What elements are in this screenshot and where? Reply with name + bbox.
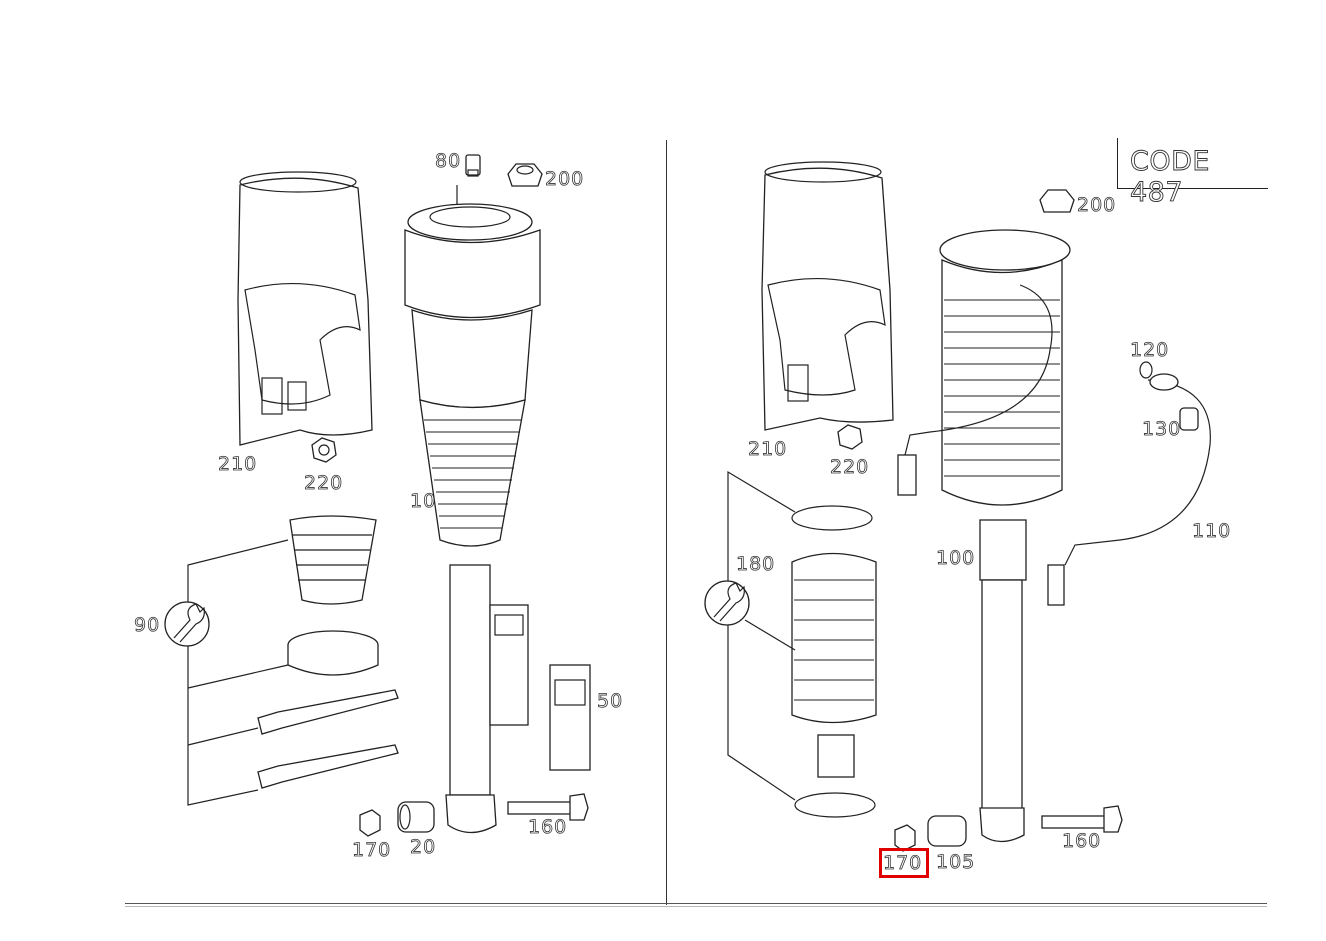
callout-200-right[interactable]: 200 xyxy=(1077,194,1117,216)
callout-210-left[interactable]: 210 xyxy=(218,453,258,475)
part-220-nut-left xyxy=(311,437,337,463)
callout-10[interactable]: 10 xyxy=(410,490,437,512)
callout-160-left[interactable]: 160 xyxy=(528,816,568,838)
code-label: CODE 487 xyxy=(1130,146,1210,209)
selection-highlight xyxy=(879,848,929,878)
callout-160-right[interactable]: 160 xyxy=(1062,830,1102,852)
part-100-air-strut xyxy=(897,229,1071,843)
code-box: CODE 487 xyxy=(1117,138,1268,208)
callout-170-left[interactable]: 170 xyxy=(352,839,392,861)
callout-105[interactable]: 105 xyxy=(936,851,976,873)
part-90-repair-kit xyxy=(164,515,399,806)
callout-50[interactable]: 50 xyxy=(597,690,624,712)
callout-80[interactable]: 80 xyxy=(435,150,462,172)
callout-100[interactable]: 100 xyxy=(936,547,976,569)
part-200-nut-right xyxy=(1039,189,1075,213)
part-130-bolt xyxy=(1179,407,1199,431)
part-170-nut-left xyxy=(359,809,381,837)
callout-110[interactable]: 110 xyxy=(1192,520,1232,542)
callout-180[interactable]: 180 xyxy=(736,553,776,575)
callout-220-right[interactable]: 220 xyxy=(830,456,870,478)
callout-200-left[interactable]: 200 xyxy=(545,168,585,190)
part-210-shield-right xyxy=(761,161,894,431)
callout-130[interactable]: 130 xyxy=(1142,418,1182,440)
part-110-line xyxy=(1047,373,1211,606)
callout-210-right[interactable]: 210 xyxy=(748,438,788,460)
panel-divider xyxy=(666,140,667,905)
callout-90[interactable]: 90 xyxy=(134,614,161,636)
part-220-nut-right xyxy=(837,424,863,450)
callout-170-right[interactable]: 170 xyxy=(883,852,923,874)
part-170-nut-right xyxy=(894,824,916,852)
part-50-sensor xyxy=(489,604,591,771)
part-180-repair-kit xyxy=(704,470,877,818)
part-105-bushing xyxy=(927,815,967,847)
part-210-shield-left xyxy=(237,171,373,446)
part-20-bushing xyxy=(397,801,435,833)
bottom-rule-shadow xyxy=(125,906,1267,907)
part-80-nut xyxy=(465,154,481,177)
part-160-bolt-left xyxy=(507,793,589,821)
callout-220-left[interactable]: 220 xyxy=(304,472,344,494)
bottom-rule xyxy=(125,903,1267,904)
part-200-nut-left xyxy=(507,163,543,187)
part-120-o-ring xyxy=(1139,361,1153,379)
callout-20[interactable]: 20 xyxy=(410,836,437,858)
part-160-bolt-right xyxy=(1041,805,1123,833)
part-10-air-strut xyxy=(404,185,541,834)
callout-120[interactable]: 120 xyxy=(1130,339,1170,361)
